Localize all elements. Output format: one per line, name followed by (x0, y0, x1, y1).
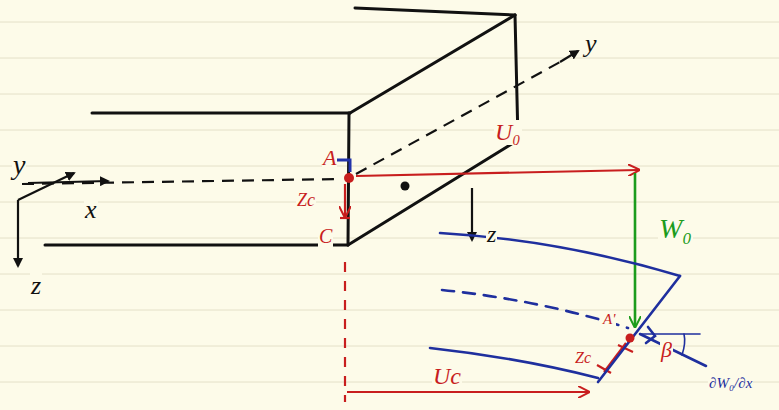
beam-curve (440, 233, 680, 276)
axis-label: y (584, 30, 598, 57)
neutral-curve (442, 290, 628, 328)
axis-label: ∂W₀/∂x (708, 376, 753, 392)
deformed-beam (430, 233, 706, 382)
axis-label: Zc (574, 350, 592, 367)
reference-line (640, 333, 700, 335)
axes (18, 51, 578, 266)
axis-label: z (30, 272, 42, 299)
rotated-face (598, 276, 680, 382)
axis-label: A' (602, 312, 616, 328)
right-angle-mark (646, 327, 655, 343)
displacement-arrow (347, 391, 588, 393)
displacement-arrow (356, 170, 638, 176)
beam-edge (45, 244, 348, 247)
axis-label: z (486, 222, 497, 247)
projection-line (344, 262, 346, 402)
paper-lines (0, 22, 779, 382)
ruled-line (0, 22, 779, 382)
centroid-dot (401, 182, 410, 191)
beam-edge (350, 15, 515, 113)
right-angle-mark (336, 160, 350, 172)
axis-label: A (322, 146, 337, 169)
point-marker (344, 173, 354, 183)
axis-label: U₀ (494, 120, 522, 145)
center-line (22, 179, 340, 184)
axis-arrow (560, 51, 578, 62)
red-annotations (340, 170, 638, 402)
axis-label: x (84, 196, 98, 223)
beam-edge (92, 112, 350, 115)
axis-label: C (318, 226, 333, 247)
axis-line (356, 62, 560, 174)
offset-tick (340, 217, 350, 219)
axis-arrow (471, 188, 473, 240)
beam-edge (355, 8, 515, 15)
axis-label: Uc (432, 364, 462, 389)
axis-label: Zc (296, 191, 316, 210)
offset-arrow (344, 184, 346, 216)
point-marker (626, 334, 635, 343)
axis-arrow (17, 200, 19, 266)
axis-label: y (12, 150, 26, 179)
axis-label: β (660, 338, 673, 361)
deflection-arrow (634, 173, 637, 326)
beam-outline (45, 8, 518, 245)
axis-label: W₀ (658, 214, 693, 243)
angle-arc (682, 334, 685, 355)
